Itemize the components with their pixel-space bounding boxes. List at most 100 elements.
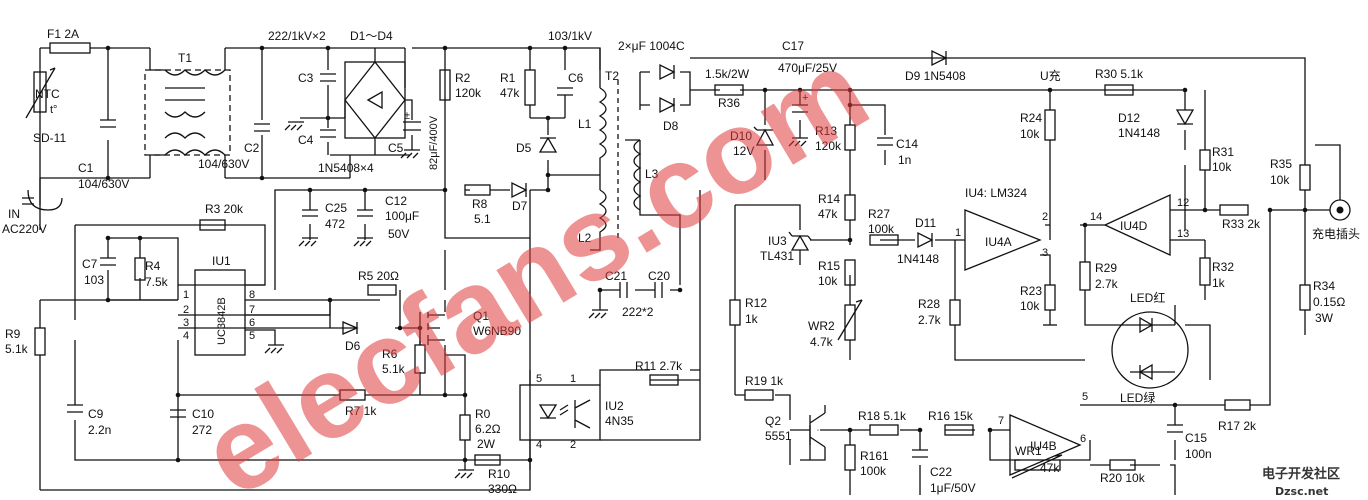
label-in: IN bbox=[8, 207, 20, 221]
label-sd11: SD-11 bbox=[33, 131, 66, 145]
label-c10: C10 bbox=[192, 407, 214, 421]
svg-text:5: 5 bbox=[536, 373, 542, 385]
label-c15: C15 bbox=[1185, 431, 1207, 445]
label-r6: R6 bbox=[382, 347, 398, 361]
label-d11v: 1N4148 bbox=[897, 252, 939, 266]
label-r35: R35 bbox=[1270, 157, 1292, 171]
label-r24: R24 bbox=[1020, 111, 1042, 125]
label-r7: R7 1k bbox=[345, 404, 377, 418]
label-c17v: 470μF/25V bbox=[778, 61, 837, 75]
label-r11: R11 2.7k bbox=[635, 359, 683, 373]
junctions bbox=[105, 45, 1308, 463]
label-r34w: 3W bbox=[1315, 311, 1334, 325]
label-q2v: 5551 bbox=[765, 429, 792, 443]
label-d11: D11 bbox=[915, 216, 936, 230]
label-d12: D12 bbox=[1118, 111, 1140, 125]
label-r16: R16 15k bbox=[928, 409, 974, 423]
label-c3: C3 bbox=[298, 71, 314, 85]
label-r33: R33 2k bbox=[1222, 217, 1261, 231]
label-l3: L3 bbox=[645, 167, 659, 181]
label-q1v: W6NB90 bbox=[473, 324, 521, 338]
label-r10v: 330Ω bbox=[488, 482, 517, 496]
label-uc3842b: UC3842B bbox=[216, 297, 228, 345]
bicolor-led bbox=[1111, 311, 1189, 389]
label-r14v: 47k bbox=[818, 207, 838, 221]
label-r19: R19 1k bbox=[745, 374, 784, 388]
label-c12: C12 bbox=[385, 194, 407, 208]
label-r9v: 5.1k bbox=[5, 342, 29, 356]
label-d5: D5 bbox=[516, 141, 532, 155]
label-r3: R3 20k bbox=[205, 202, 244, 216]
svg-text:3: 3 bbox=[183, 317, 189, 329]
label-ledr: LED红 bbox=[1130, 290, 1165, 305]
svg-text:+: + bbox=[802, 92, 808, 104]
label-r29v: 2.7k bbox=[1095, 277, 1119, 291]
svg-text:±: ± bbox=[404, 110, 410, 122]
label-r34v: 0.15Ω bbox=[1313, 295, 1345, 309]
label-r161: R161 bbox=[860, 449, 889, 463]
svg-text:IU4A: IU4A bbox=[985, 235, 1012, 249]
svg-text:2: 2 bbox=[570, 439, 576, 451]
label-c15v: 100n bbox=[1185, 447, 1212, 461]
svg-text:7: 7 bbox=[998, 415, 1004, 427]
label-d7: D7 bbox=[512, 199, 528, 213]
label-c4: C4 bbox=[298, 133, 314, 147]
label-wr1: WR1 bbox=[1015, 444, 1042, 458]
label-c2x: 222*2 bbox=[622, 305, 654, 319]
logo-site: 电子开发社区 bbox=[1262, 466, 1340, 482]
label-r2v: 120k bbox=[455, 86, 482, 100]
label-iu2v: 4N35 bbox=[605, 414, 634, 428]
label-r27v: 100k bbox=[868, 222, 895, 236]
label-wr2v: 4.7k bbox=[810, 335, 834, 349]
label-r0w: 2W bbox=[477, 437, 496, 451]
label-c9v: 2.2n bbox=[88, 423, 111, 437]
svg-text:4: 4 bbox=[536, 439, 542, 451]
svg-text:6: 6 bbox=[249, 317, 255, 329]
label-l2: L2 bbox=[578, 231, 592, 245]
label-r6v: 5.1k bbox=[382, 362, 406, 376]
label-c7: C7 bbox=[82, 257, 98, 271]
label-d10v: 12V bbox=[733, 144, 754, 158]
label-r24v: 10k bbox=[1020, 127, 1040, 141]
label-r23: R23 bbox=[1020, 284, 1042, 298]
label-r30: R30 5.1k bbox=[1095, 67, 1144, 81]
label-t: t° bbox=[50, 104, 57, 116]
label-r20: R20 10k bbox=[1100, 471, 1146, 485]
svg-text:3: 3 bbox=[1042, 247, 1048, 259]
label-c25: C25 bbox=[325, 201, 347, 215]
ic-uc3842b bbox=[194, 269, 246, 356]
label-iu3: IU3 bbox=[768, 234, 787, 248]
label-r15: R15 bbox=[818, 259, 840, 273]
label-r0v: 6.2Ω bbox=[475, 422, 501, 436]
label-r36a: 1.5k/2W bbox=[705, 67, 750, 81]
label-c14v: 1n bbox=[898, 153, 911, 167]
label-c20: C20 bbox=[648, 269, 670, 283]
label-r32v: 1k bbox=[1212, 276, 1226, 290]
label-q2: Q2 bbox=[765, 414, 781, 428]
label-r8v: 5.1 bbox=[474, 212, 491, 226]
label-wr1v: 47k bbox=[1040, 461, 1060, 475]
optocoupler-iu2 bbox=[519, 384, 601, 441]
label-c12v: 100μF bbox=[385, 209, 419, 223]
svg-text:IU4B: IU4B bbox=[1030, 439, 1057, 453]
svg-text:12: 12 bbox=[1177, 197, 1189, 209]
fuse-f1 bbox=[49, 42, 91, 54]
svg-text:1: 1 bbox=[570, 373, 576, 385]
label-iu3v: TL431 bbox=[760, 249, 794, 263]
label-r4v: 7.5k bbox=[145, 275, 169, 289]
label-uchg: U充 bbox=[1040, 68, 1061, 83]
label-r12v: 1k bbox=[745, 312, 759, 326]
label-r4: R4 bbox=[145, 259, 161, 273]
label-c14: C14 bbox=[896, 137, 918, 151]
label-c1v: 104/630V bbox=[78, 177, 129, 191]
label-d6: D6 bbox=[345, 339, 361, 353]
opamp-iu4a bbox=[964, 209, 1042, 271]
label-r29: R29 bbox=[1095, 261, 1117, 275]
label-c2120: 2×μF 1004C bbox=[618, 39, 685, 53]
label-r13v: 120k bbox=[815, 139, 842, 153]
label-l1: L1 bbox=[578, 117, 592, 131]
label-d1d4: D1～D4 bbox=[350, 29, 393, 43]
label-ntc: NTC bbox=[35, 87, 60, 101]
ntc-thermistor bbox=[33, 71, 47, 113]
